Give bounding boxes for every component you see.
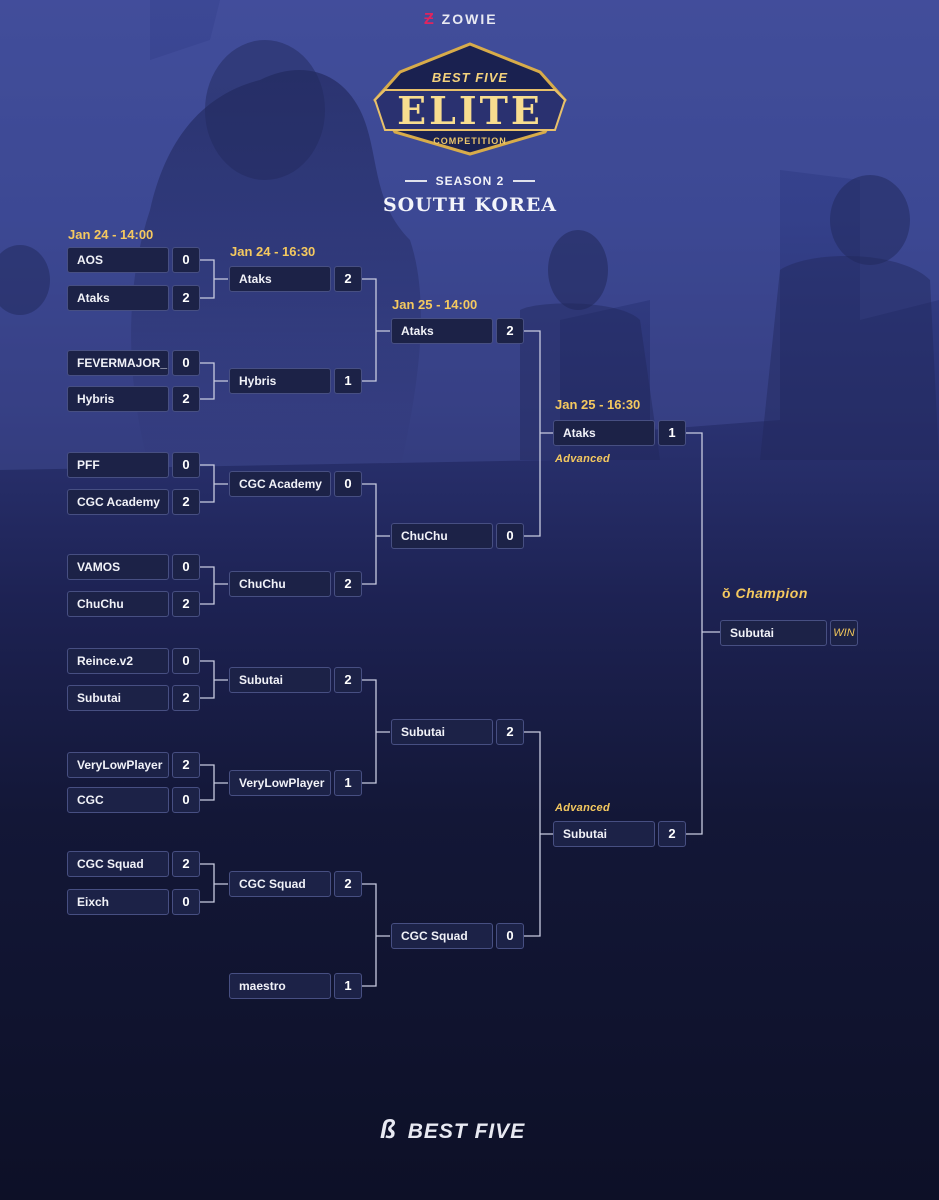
match-score: 2 xyxy=(496,318,524,344)
match-team[interactable]: Hybris xyxy=(229,368,331,394)
match-team[interactable]: ChuChu xyxy=(67,591,169,617)
match-team[interactable]: Subutai xyxy=(229,667,331,693)
match-score: 2 xyxy=(658,821,686,847)
footer-brand-text: BEST FIVE xyxy=(407,1120,526,1143)
logo-competition: COMPETITION xyxy=(433,136,507,146)
match-score: 1 xyxy=(334,368,362,394)
best-five-icon: ß xyxy=(380,1114,397,1144)
match-team[interactable]: Subutai xyxy=(67,685,169,711)
match-team[interactable]: CGC xyxy=(67,787,169,813)
match-score: 0 xyxy=(172,554,200,580)
match-team[interactable]: Ataks xyxy=(229,266,331,292)
match-score: 2 xyxy=(334,667,362,693)
match-team[interactable]: maestro xyxy=(229,973,331,999)
match-score: 2 xyxy=(496,719,524,745)
match-score: 2 xyxy=(172,752,200,778)
match-score: 2 xyxy=(172,591,200,617)
trophy-icon: ŏ xyxy=(722,585,732,601)
match-score: 2 xyxy=(334,266,362,292)
match-score: 0 xyxy=(172,889,200,915)
champion-title: Champion xyxy=(735,585,808,601)
match-score: 0 xyxy=(496,923,524,949)
logo-best-five: BEST FIVE xyxy=(431,70,509,85)
advanced-label: Advanced xyxy=(555,453,610,465)
match-score: 2 xyxy=(172,386,200,412)
season-text: SEASON 2 xyxy=(435,174,505,188)
match-team[interactable]: PFF xyxy=(67,452,169,478)
advanced-label: Advanced xyxy=(555,802,610,814)
match-team[interactable]: ChuChu xyxy=(229,571,331,597)
match-score: 2 xyxy=(172,489,200,515)
champion-result: WIN xyxy=(830,620,858,646)
zowie-icon: Ƶ xyxy=(424,11,436,28)
match-team[interactable]: AOS xyxy=(67,247,169,273)
match-team[interactable]: Ataks xyxy=(67,285,169,311)
match-team[interactable]: VeryLowPlayer xyxy=(229,770,331,796)
match-team[interactable]: Ataks xyxy=(553,420,655,446)
round2-date: Jan 24 - 16:30 xyxy=(230,244,316,259)
match-team[interactable]: CGC Academy xyxy=(67,489,169,515)
match-score: 0 xyxy=(496,523,524,549)
match-team[interactable]: Ataks xyxy=(391,318,493,344)
match-score: 2 xyxy=(172,685,200,711)
match-team[interactable]: VeryLowPlayer xyxy=(67,752,169,778)
match-score: 0 xyxy=(172,787,200,813)
match-team[interactable]: Reince.v2 xyxy=(67,648,169,674)
match-score: 0 xyxy=(334,471,362,497)
zowie-text: ZOWIE xyxy=(441,11,498,27)
elite-logo xyxy=(373,42,567,156)
match-team[interactable]: Subutai xyxy=(553,821,655,847)
match-score: 2 xyxy=(334,571,362,597)
region-title: SOUTH KOREA xyxy=(382,194,558,216)
match-team[interactable]: Hybris xyxy=(67,386,169,412)
match-score: 0 xyxy=(172,648,200,674)
match-team[interactable]: VAMOS xyxy=(67,554,169,580)
match-team[interactable]: Subutai xyxy=(391,719,493,745)
zowie-logo: Ƶ ZOWIE xyxy=(424,11,498,29)
match-score: 2 xyxy=(172,851,200,877)
match-team[interactable]: FEVERMAJOR_ xyxy=(67,350,169,376)
footer-brand: ß BEST FIVE xyxy=(380,1114,525,1145)
match-team[interactable]: CGC Squad xyxy=(67,851,169,877)
match-team[interactable]: ChuChu xyxy=(391,523,493,549)
match-team[interactable]: CGC Academy xyxy=(229,471,331,497)
match-team[interactable]: CGC Squad xyxy=(391,923,493,949)
round1-date: Jan 24 - 14:00 xyxy=(68,227,154,242)
match-score: 0 xyxy=(172,350,200,376)
match-score: 1 xyxy=(334,973,362,999)
match-team[interactable]: CGC Squad xyxy=(229,871,331,897)
match-team[interactable]: Eixch xyxy=(67,889,169,915)
match-score: 2 xyxy=(172,285,200,311)
logo-elite: ELITE xyxy=(397,88,543,133)
round3-date: Jan 25 - 14:00 xyxy=(392,297,478,312)
match-score: 1 xyxy=(658,420,686,446)
match-score: 1 xyxy=(334,770,362,796)
champion-team[interactable]: Subutai xyxy=(720,620,827,646)
match-score: 0 xyxy=(172,247,200,273)
champion-header: ŏ Champion xyxy=(722,585,808,601)
round4-date: Jan 25 - 16:30 xyxy=(555,397,641,412)
match-score: 0 xyxy=(172,452,200,478)
match-score: 2 xyxy=(334,871,362,897)
season-label: SEASON 2 xyxy=(390,172,550,190)
